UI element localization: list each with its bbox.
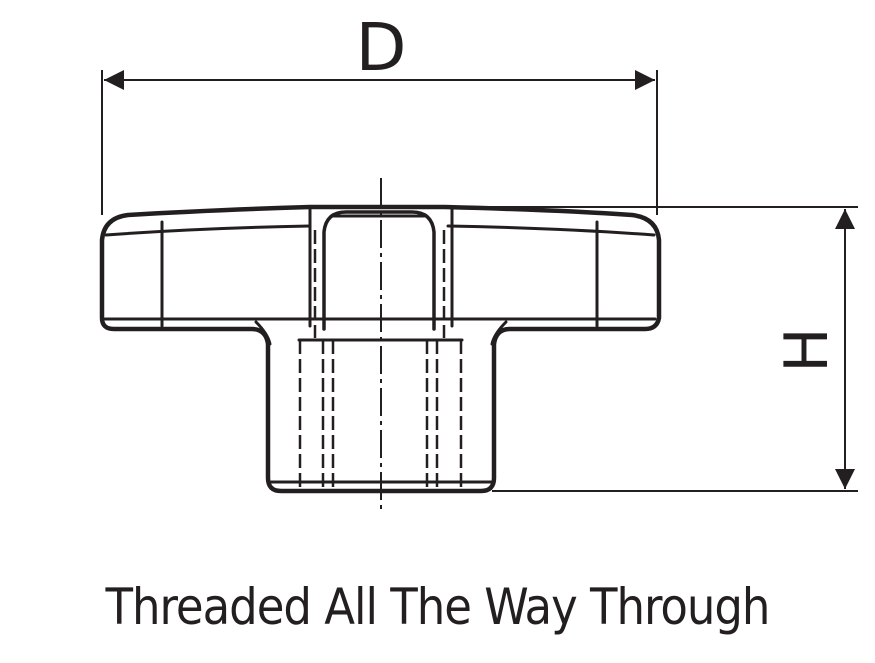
caption: Threaded All The Way Through: [105, 578, 771, 636]
knob-head-top-facet: [104, 224, 312, 237]
diameter-label: D: [356, 9, 407, 86]
knob-hub-fillet-right: [490, 320, 508, 346]
knob-hub-fillet: [254, 320, 272, 346]
hidden-thread-lines: [298, 230, 463, 490]
height-dimension: H: [455, 206, 858, 492]
diameter-dimension: D: [101, 9, 658, 215]
knob-top-boss: [322, 210, 436, 331]
knob-head-outline: [99, 204, 662, 494]
knob-head-top-facet-right: [446, 224, 656, 237]
height-label: H: [772, 327, 842, 372]
knob-body: [99, 204, 662, 494]
